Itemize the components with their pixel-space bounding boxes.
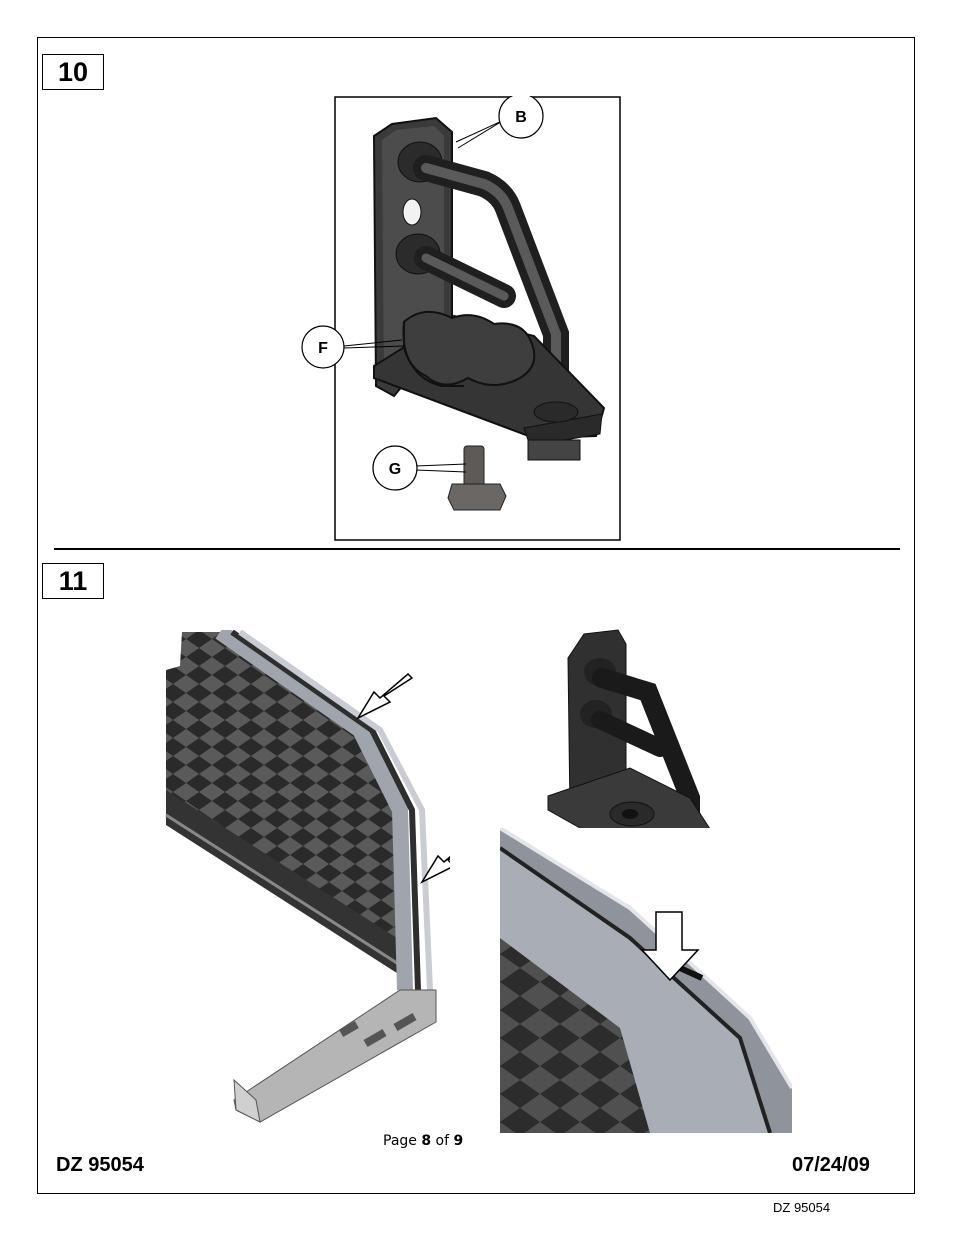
callout-f-label: F <box>318 340 328 357</box>
step-11-headache-rack-figure <box>160 630 450 1128</box>
step-number-10: 10 <box>42 54 104 90</box>
step-11-rail-closeup-figure <box>500 828 792 1133</box>
footer-document-id: DZ 95054 <box>773 1200 830 1215</box>
document-id: DZ 95054 <box>56 1154 144 1177</box>
callout-f-circle: F <box>300 325 348 373</box>
page-number: Page 8 of 9 <box>383 1133 463 1149</box>
step-10-figure: B G <box>334 96 622 542</box>
step-divider <box>54 548 900 550</box>
document-date: 07/24/09 <box>792 1154 870 1177</box>
callout-b-label: B <box>515 109 527 126</box>
callout-g-label: G <box>389 461 401 478</box>
step-number-11: 11 <box>42 563 104 599</box>
